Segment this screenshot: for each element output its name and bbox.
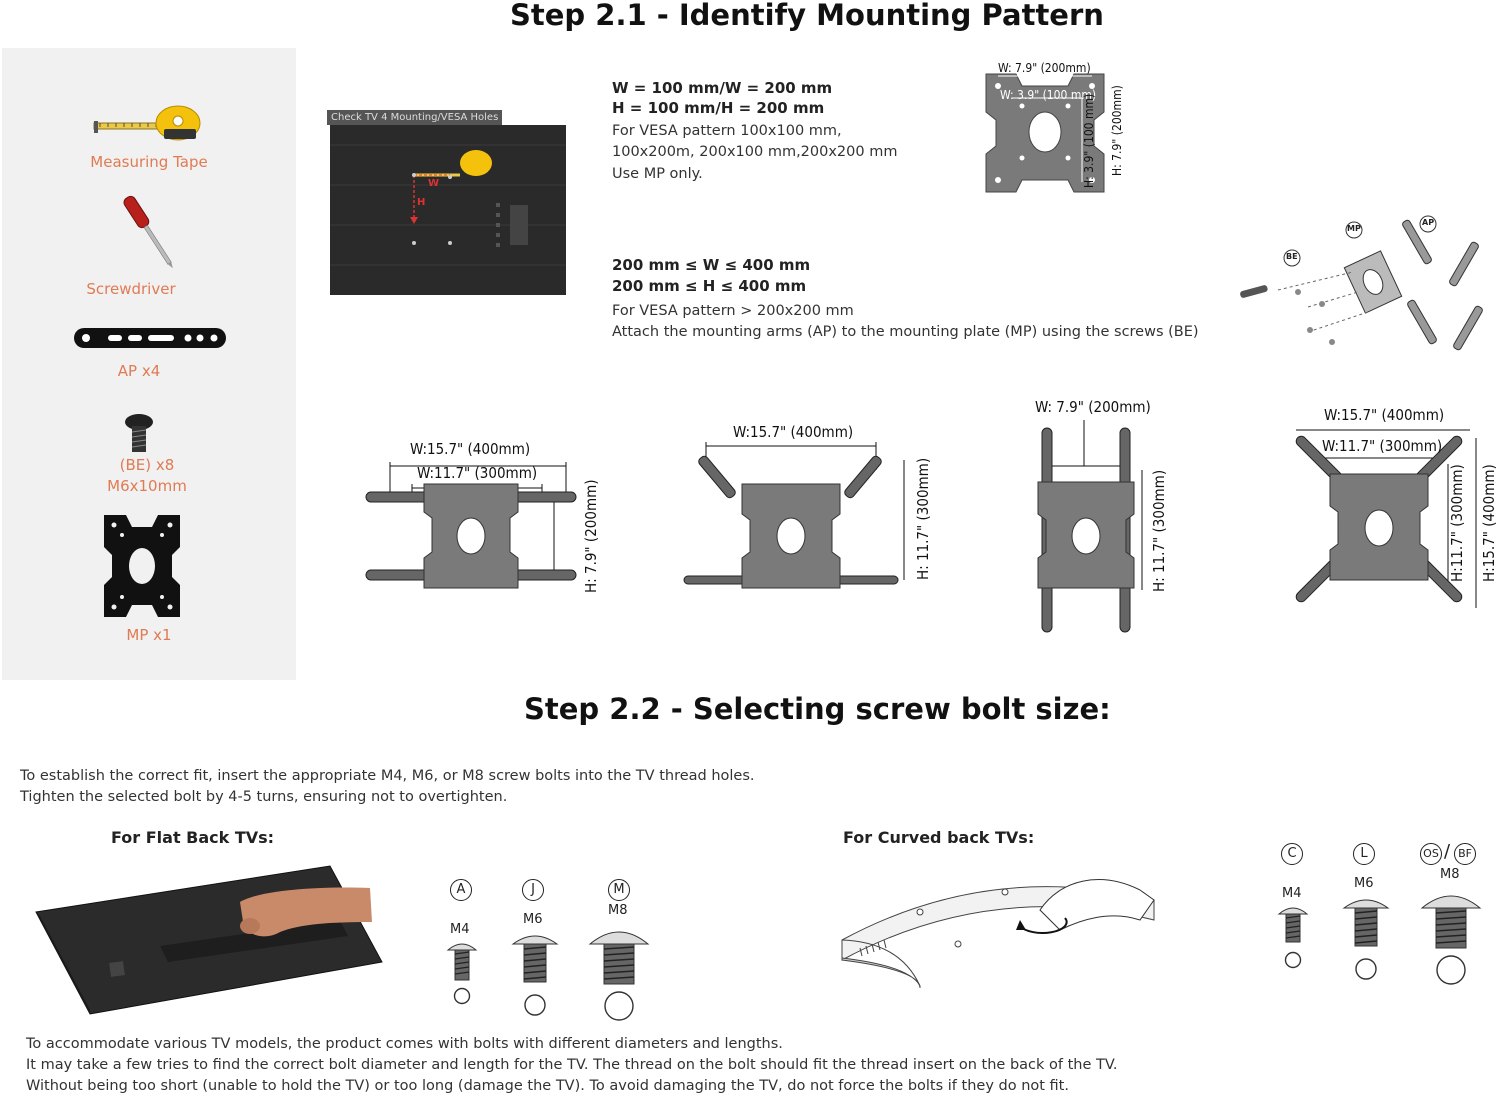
- tag-ap: AP: [1422, 218, 1435, 227]
- footer-line-2: It may take a few tries to find the corr…: [26, 1057, 1118, 1073]
- tv-back-illustration: [330, 125, 566, 295]
- step-2-2-title: Step 2.2 - Selecting screw bolt size:: [524, 692, 1111, 726]
- config-4-h2: H:15.7" (400mm): [1480, 464, 1498, 582]
- config-2-w1: W:15.7" (400mm): [733, 423, 854, 441]
- flat-bolt-j-icon: [511, 935, 559, 1016]
- small-dim-w-outer: W: 7.9" (200mm): [998, 61, 1091, 75]
- config-1-diagram: [365, 462, 577, 589]
- curved-bolt-l-icon: [1342, 899, 1390, 980]
- config-2-h: H: 11.7" (300mm): [914, 457, 932, 580]
- tool-label-be: (BE) x8: [119, 456, 175, 474]
- flat-bolt-a-letter: A: [450, 879, 472, 901]
- curved-bolt-m8-size: M8: [1440, 867, 1460, 882]
- tv-w-label: W: [428, 178, 440, 189]
- curved-bolt-bf-letter: BF: [1454, 843, 1476, 865]
- flat-bolt-a-icon: [446, 943, 478, 1005]
- tag-be: BE: [1286, 252, 1298, 261]
- tv-h-label: H: [417, 197, 426, 208]
- curved-bolt-l-letter: L: [1353, 843, 1375, 865]
- large-desc-2: Attach the mounting arms (AP) to the mou…: [612, 324, 1199, 340]
- flat-bolt-j-letter: J: [522, 879, 544, 901]
- step-2-1-title: Step 2.1 - Identify Mounting Pattern: [510, 0, 1104, 32]
- flat-bolt-a-size: M4: [450, 922, 470, 937]
- small-desc-3: Use MP only.: [612, 166, 703, 182]
- config-2-diagram: [683, 442, 905, 589]
- tool-label-screwdriver: Screwdriver: [86, 280, 176, 298]
- flat-bolt-m-icon: [588, 931, 650, 1021]
- flat-back-title: For Flat Back TVs:: [111, 828, 275, 847]
- screwdriver-icon: [123, 195, 173, 269]
- small-dim-h-inner: H: 3.9" (100 mm): [1082, 93, 1096, 188]
- config-4-diagram: [1295, 429, 1477, 608]
- large-h-range: 200 mm ≤ H ≤ 400 mm: [612, 277, 807, 295]
- small-desc-2: 100x200m, 200x100 mm,200x200 mm: [612, 144, 898, 160]
- tv-back-photo: W H: [330, 125, 566, 295]
- small-plate-diagram: [985, 73, 1105, 193]
- config-3-w1: W: 7.9" (200mm): [1035, 398, 1151, 416]
- bolt-icon: [125, 414, 153, 452]
- mounting-plate-icon: [104, 515, 180, 617]
- config-4-w2: W:11.7" (300mm): [1322, 437, 1443, 455]
- config-3-diagram: [1037, 420, 1143, 633]
- config-1-w2: W:11.7" (300mm): [417, 464, 538, 482]
- footer-line-3: Without being too short (unable to hold …: [26, 1078, 1069, 1094]
- config-1-w1: W:15.7" (400mm): [410, 440, 531, 458]
- curved-bolt-slash: /: [1444, 841, 1451, 862]
- step2-intro-2: Tighten the selected bolt by 4-5 turns, …: [20, 789, 508, 805]
- small-h-range: H = 100 mm/H = 200 mm: [612, 99, 825, 117]
- curved-bolt-c-size: M4: [1282, 886, 1302, 901]
- tools-sidebar: Measuring Tape Screwdriver AP x4 (BE) x8…: [2, 48, 296, 680]
- tool-label-mp: MP x1: [126, 626, 172, 644]
- exploded-assembly-diagram: [1240, 215, 1483, 351]
- small-dim-w-inner: W: 3.9" (100 mm): [1000, 88, 1097, 102]
- tool-label-measuring-tape: Measuring Tape: [90, 153, 208, 171]
- large-desc-1: For VESA pattern > 200x200 mm: [612, 303, 854, 319]
- config-3-h: H: 11.7" (300mm): [1150, 469, 1168, 592]
- config-1-h: H: 7.9" (200mm): [582, 479, 600, 593]
- tool-label-ap: AP x4: [117, 362, 161, 380]
- flat-bolt-m-letter: M: [608, 879, 630, 901]
- flat-bolt-m-size: M8: [608, 903, 628, 918]
- measuring-tape-icon: [93, 105, 201, 141]
- footer-line-1: To accommodate various TV models, the pr…: [26, 1036, 783, 1052]
- flat-tv-illustration: [35, 865, 383, 1015]
- curved-tv-illustration: [841, 879, 1155, 989]
- curved-bolt-l-size: M6: [1354, 876, 1374, 891]
- config-4-h1: H:11.7" (300mm): [1448, 464, 1466, 582]
- curved-bolt-m8-icon: [1420, 895, 1482, 985]
- small-dim-h-outer: H: 7.9" (200mm): [1110, 85, 1124, 176]
- curved-bolt-c-icon: [1277, 907, 1309, 969]
- mounting-arm-icon: [74, 328, 226, 348]
- config-4-w1: W:15.7" (400mm): [1324, 406, 1445, 424]
- curved-back-title: For Curved back TVs:: [843, 828, 1035, 847]
- tool-label-be-size: M6x10mm: [107, 477, 187, 495]
- curved-bolt-c-letter: C: [1281, 843, 1303, 865]
- small-w-range: W = 100 mm/W = 200 mm: [612, 79, 833, 97]
- tag-mp: MP: [1347, 224, 1361, 233]
- curved-bolt-os-letter: OS: [1420, 843, 1442, 865]
- tv-caption: Check TV 4 Mounting/VESA Holes: [327, 110, 503, 125]
- large-w-range: 200 mm ≤ W ≤ 400 mm: [612, 256, 811, 274]
- small-desc-1: For VESA pattern 100x100 mm,: [612, 123, 842, 139]
- flat-bolt-j-size: M6: [523, 912, 543, 927]
- step2-intro-1: To establish the correct fit, insert the…: [20, 768, 755, 784]
